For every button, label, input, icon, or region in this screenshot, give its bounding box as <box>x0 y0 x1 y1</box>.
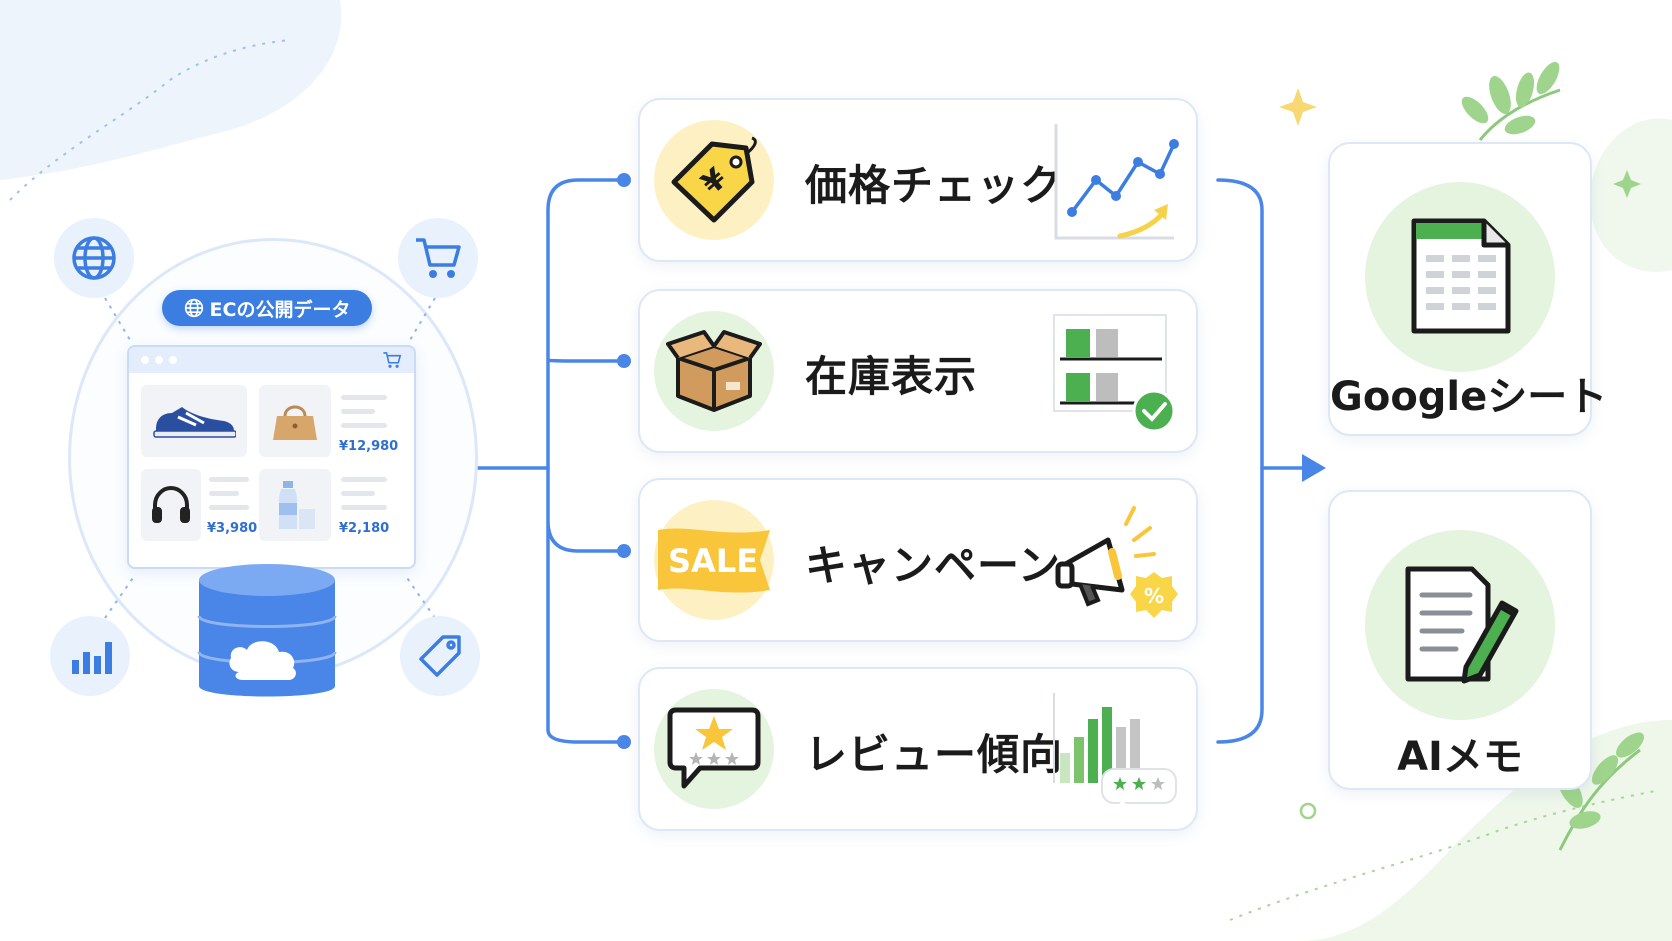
branch-trunk <box>546 178 626 744</box>
price-label: ¥12,980 <box>339 439 399 454</box>
connector-dot <box>617 735 631 749</box>
category-label: 在庫表示 <box>805 352 978 401</box>
arrow-head-icon <box>1302 454 1326 482</box>
connector-dot <box>617 173 631 187</box>
bottle-icon <box>279 481 315 529</box>
dest-google-sheets: Googleシート <box>1328 142 1608 436</box>
source-label-pill: ECの公開データ <box>162 290 372 326</box>
globe-icon <box>54 218 134 298</box>
trend-line-icon <box>1054 124 1179 240</box>
ec-browser-window: ¥12,980 ¥3,980 ¥2,180 <box>127 345 416 569</box>
sale-banner-icon: SALE <box>654 500 774 620</box>
price-label: ¥3,980 <box>207 521 258 536</box>
card-campaign: SALE キャンペーン % <box>638 478 1198 642</box>
cart-icon <box>398 218 478 298</box>
price-label: ¥2,180 <box>339 521 390 536</box>
globe-icon <box>184 298 203 318</box>
category-label: レビュー傾向 <box>805 730 1064 779</box>
category-label: 価格チェック <box>805 161 1064 210</box>
product-tile-bag <box>259 385 331 457</box>
sale-text: SALE <box>668 542 758 580</box>
connector-dot <box>617 544 631 558</box>
product-tile-bottle <box>259 469 331 541</box>
tag-icon <box>400 616 480 696</box>
product-tile-headphones <box>141 469 201 541</box>
review-star-icon <box>654 689 774 809</box>
memo-pencil-icon <box>1365 530 1555 720</box>
card-review-trend: レビュー傾向 <box>638 667 1198 831</box>
card-stock-display: 在庫表示 <box>638 289 1198 453</box>
megaphone-icon: % <box>1055 506 1178 618</box>
merge-bracket <box>1216 178 1264 744</box>
category-label: キャンペーン <box>805 541 1061 590</box>
sparkle-icon <box>1613 170 1641 198</box>
sneaker-icon <box>153 407 236 438</box>
sparkle-icon <box>1279 88 1317 126</box>
handbag-icon <box>273 405 317 440</box>
card-price-check: ¥ 価格チェック <box>638 98 1198 262</box>
percent-text: % <box>1144 584 1164 608</box>
rating-bars-icon <box>1053 693 1177 807</box>
connector-dot <box>617 354 631 368</box>
box-icon <box>654 311 774 431</box>
source-label: ECの公開データ <box>209 298 351 321</box>
inventory-check-icon <box>1053 314 1176 433</box>
spreadsheet-icon <box>1365 182 1555 372</box>
yen-tag-icon: ¥ <box>654 120 774 240</box>
leaf-branch-icon <box>1461 61 1561 141</box>
browser-title-bar <box>129 347 414 373</box>
cart-icon <box>383 352 402 368</box>
dest-ai-memo: AIメモ <box>1328 490 1592 790</box>
destination-label: AIメモ <box>1397 734 1523 780</box>
destination-label: Googleシート <box>1330 374 1608 420</box>
database-cloud-icon <box>197 564 337 697</box>
bar-chart-icon <box>50 616 130 696</box>
headphones-icon <box>152 485 190 523</box>
product-tile-sneaker <box>141 385 247 457</box>
